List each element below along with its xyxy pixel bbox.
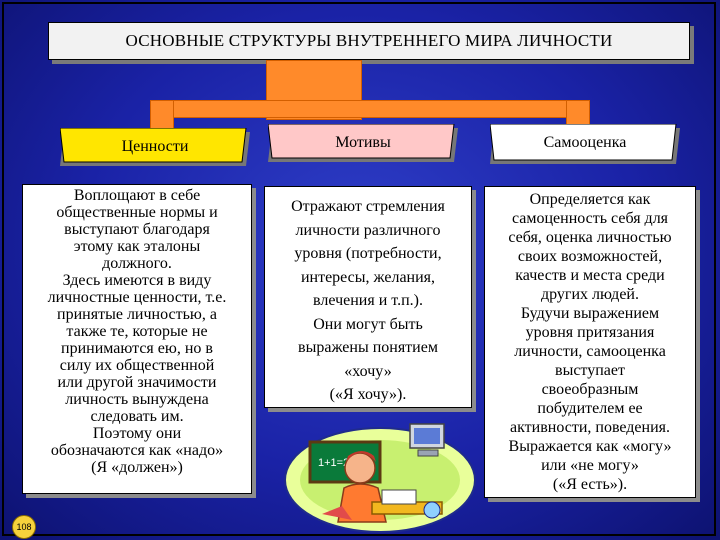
values-line: (Я «должен») xyxy=(91,459,183,476)
selfesteem-line: или «не могу» xyxy=(541,457,639,474)
selfesteem-line: других людей. xyxy=(541,286,639,303)
classroom-clipart: 1+1=2 xyxy=(284,423,476,533)
values-line: также те, которые не xyxy=(66,323,208,340)
connector-left xyxy=(150,100,174,130)
chalkboard-text: 1+1=2 xyxy=(318,457,349,469)
motives-line: интересы, желания, xyxy=(300,268,436,286)
selfesteem-line: самоценность себя для xyxy=(511,210,669,227)
motives-line: уровня (потребности, xyxy=(294,245,442,262)
tab-motives: Мотивы xyxy=(268,124,458,162)
selfesteem-line: Выражается как «могу» xyxy=(508,438,672,455)
values-line: или другой значимости xyxy=(57,374,217,391)
tab-selfesteem: Самооценка xyxy=(490,124,680,164)
motives-line: влечения и т.п.). xyxy=(313,292,423,309)
page-number-badge: 108 xyxy=(12,515,36,539)
selfesteem-line: активности, поведения. xyxy=(509,419,671,436)
values-line: личностные ценности, т.е. xyxy=(47,289,227,306)
motives-line: Они могут быть xyxy=(313,315,423,333)
values-line: должного. xyxy=(102,255,172,272)
motives-description: Отражают стремления личности различного … xyxy=(264,186,472,408)
motives-line: выражены понятием xyxy=(298,339,438,356)
values-description: Воплощают в себе общественные нормы и вы… xyxy=(22,184,252,494)
values-line: выступают благодаря xyxy=(64,221,210,238)
selfesteem-line: («Я есть»). xyxy=(552,476,628,493)
selfesteem-line: выступает xyxy=(555,362,625,379)
slide-title: ОСНОВНЫЕ СТРУКТУРЫ ВНУТРЕННЕГО МИРА ЛИЧН… xyxy=(48,22,690,60)
page-number: 108 xyxy=(16,522,32,532)
values-line: Поэтому они xyxy=(92,425,182,442)
selfesteem-line: уровня притязания xyxy=(525,324,655,341)
selfesteem-description: Определяется как самоценность себя для с… xyxy=(484,186,696,498)
slide-title-text: ОСНОВНЫЕ СТРУКТУРЫ ВНУТРЕННЕГО МИРА ЛИЧН… xyxy=(125,31,613,50)
selfesteem-line: Определяется как xyxy=(529,191,651,208)
selfesteem-line: себя, оценка личностью xyxy=(508,229,672,246)
tab-values: Ценности xyxy=(60,128,250,166)
values-line: Здесь имеются в виду xyxy=(62,272,212,289)
values-line: личность вынуждена xyxy=(65,391,209,408)
values-line: общественные нормы и xyxy=(56,204,218,221)
motives-line: «хочу» xyxy=(344,362,392,380)
tab-values-label: Ценности xyxy=(121,138,189,155)
tab-motives-shape xyxy=(268,124,458,162)
connector-horizontal xyxy=(150,100,588,118)
values-line: принятые личностью, а xyxy=(57,306,217,323)
selfesteem-line: побудителем ее xyxy=(537,400,643,417)
selfesteem-line: своих возможностей, xyxy=(517,248,663,265)
motives-line: («Я хочу»). xyxy=(329,386,407,403)
values-line: принимаются ею, но в xyxy=(61,340,213,357)
selfesteem-line: своеобразным xyxy=(541,381,639,398)
tab-selfesteem-label: Самооценка xyxy=(543,134,627,151)
motives-line: Отражают стремления xyxy=(291,198,445,215)
selfesteem-line: личности, самооценка xyxy=(514,343,666,360)
tab-motives-label: Мотивы xyxy=(335,134,391,151)
values-line: силу их общественной xyxy=(59,357,215,374)
selfesteem-line: Будучи выражением xyxy=(520,305,660,322)
motives-line: личности различного xyxy=(295,221,441,239)
selfesteem-line: качеств и места среди xyxy=(515,267,665,284)
values-line: этому как эталоны xyxy=(73,238,201,255)
tab-values-shape xyxy=(60,128,250,166)
values-line: обозначаются как «надо» xyxy=(50,442,224,459)
values-line: следовать им. xyxy=(90,408,184,425)
tab-selfesteem-shape xyxy=(490,124,680,164)
values-line: Воплощают в себе xyxy=(73,187,201,204)
